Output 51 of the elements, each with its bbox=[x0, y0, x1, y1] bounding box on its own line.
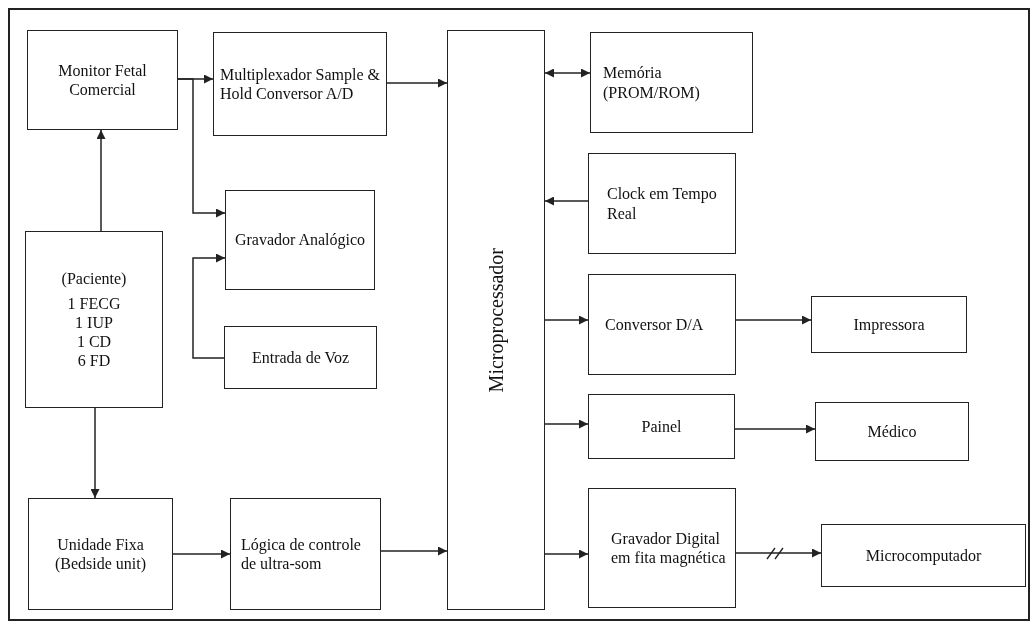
block-label: Gravador Analógico bbox=[233, 230, 367, 250]
block-label: Impressora bbox=[852, 314, 926, 335]
block-box bbox=[811, 296, 967, 353]
block-box bbox=[230, 498, 381, 610]
block-box bbox=[815, 402, 969, 461]
block-label: Unidade Fixa (Bedside unit) bbox=[53, 534, 148, 574]
block-label: 1 IUP bbox=[74, 312, 114, 333]
arrow bbox=[192, 253, 226, 359]
block-box bbox=[821, 524, 1026, 587]
arrow bbox=[734, 424, 816, 434]
block-box bbox=[25, 231, 163, 408]
block-label: Gravador Digital em fita magnética bbox=[611, 528, 727, 568]
arrow bbox=[177, 78, 226, 218]
block-label: Entrada de Voz bbox=[250, 347, 351, 368]
arrow bbox=[735, 315, 812, 325]
arrow bbox=[386, 78, 448, 88]
block-label: Lógica de controle de ultra-som bbox=[241, 534, 362, 574]
block-label: 1 CD bbox=[75, 332, 113, 352]
arrow bbox=[90, 407, 100, 499]
block-box bbox=[27, 30, 178, 130]
arrow bbox=[735, 548, 822, 558]
block-box bbox=[213, 32, 387, 136]
arrow bbox=[544, 68, 591, 78]
block-label: Conversor D/A bbox=[605, 314, 705, 335]
block-box bbox=[588, 394, 735, 459]
arrow bbox=[172, 549, 231, 559]
block-box bbox=[590, 32, 753, 133]
block-box bbox=[447, 30, 545, 610]
block-label: (Paciente) bbox=[60, 268, 128, 288]
block-label: Monitor Fetal Comercial bbox=[57, 60, 148, 100]
block-box bbox=[224, 326, 377, 389]
arrow bbox=[544, 196, 589, 206]
block-box bbox=[28, 498, 173, 610]
block-label: 6 FD bbox=[76, 351, 112, 371]
block-box bbox=[588, 274, 736, 375]
arrow bbox=[544, 419, 589, 429]
arrow bbox=[96, 129, 106, 232]
block-label: 1 FECG bbox=[66, 293, 122, 313]
block-label: Memória (PROM/ROM) bbox=[603, 63, 701, 102]
block-label: Microcomputador bbox=[864, 545, 983, 566]
block-label: Multiplexador Sample & Hold Conversor A/D bbox=[220, 64, 381, 104]
block-label: Clock em Tempo Real bbox=[607, 184, 718, 223]
arrow bbox=[544, 549, 589, 559]
arrow bbox=[544, 315, 589, 325]
arrow bbox=[380, 546, 448, 556]
block-label: Painel bbox=[640, 416, 683, 437]
block-box bbox=[588, 488, 736, 608]
block-label: Microprocessador bbox=[484, 247, 508, 393]
block-box bbox=[588, 153, 736, 254]
block-label: Médico bbox=[866, 421, 918, 442]
block-box bbox=[225, 190, 375, 290]
